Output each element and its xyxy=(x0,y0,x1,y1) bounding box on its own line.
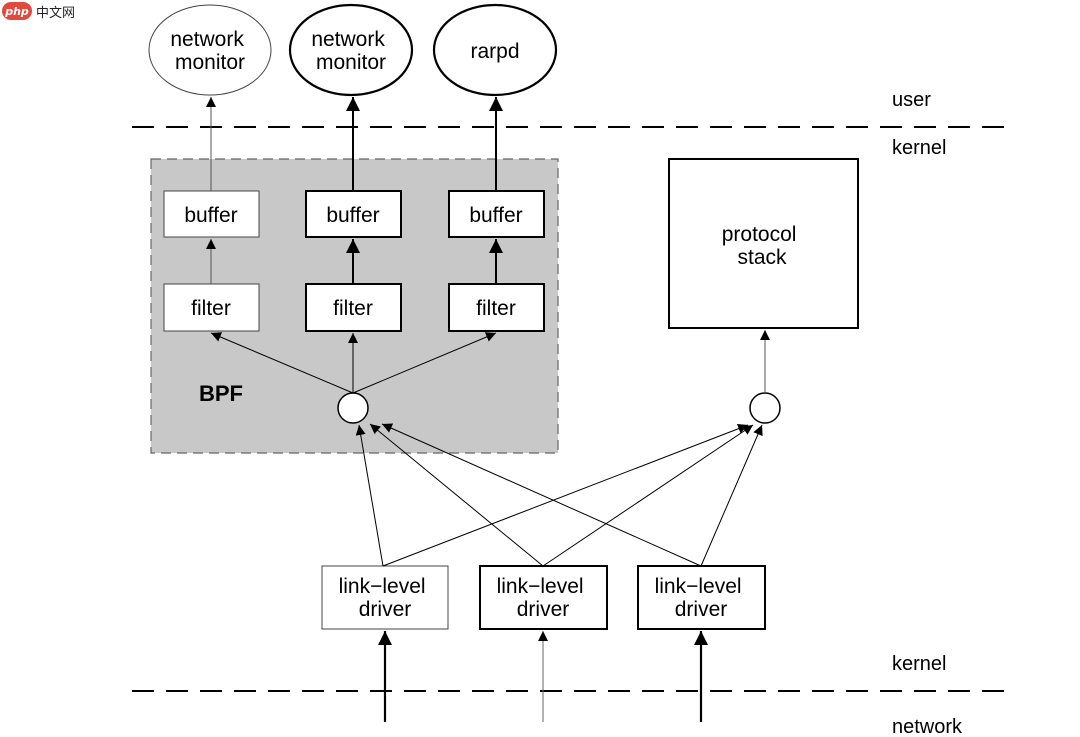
bpf-label: BPF xyxy=(199,381,243,406)
buffer-box-1: buffer xyxy=(163,190,260,238)
arrow-driver1-to-stack-tap xyxy=(382,423,749,567)
watermark-text: 中文网 xyxy=(36,5,76,21)
filter-box-2: filter xyxy=(305,283,402,332)
driver-label-line-2: driver xyxy=(675,598,728,621)
app-label: network monitor xyxy=(170,28,249,74)
buffer-label: buffer xyxy=(469,204,522,227)
driver-label: link−level driver xyxy=(655,575,748,621)
link-level-driver-1: link−level driver xyxy=(321,565,449,630)
driver-label-line-1: link−level xyxy=(655,575,742,598)
arrow-driver2-to-stack-tap xyxy=(542,424,754,567)
arrow-driver2-to-bpf-tap xyxy=(369,423,544,567)
driver-label-line-2: driver xyxy=(517,598,570,621)
protocol-stack-line-1: protocol xyxy=(722,223,797,246)
app-label-line-1: network xyxy=(311,28,385,51)
filter-box-1: filter xyxy=(163,283,260,332)
driver-label: link−level driver xyxy=(497,575,590,621)
arrow-tap-to-filter1 xyxy=(210,332,354,394)
stack-tap-circle xyxy=(749,392,781,424)
buffer-box-3: buffer xyxy=(448,190,545,238)
app-rarpd: rarpd xyxy=(432,3,558,97)
layer-label-network: network xyxy=(892,716,963,737)
app-label-line-2: monitor xyxy=(316,51,386,74)
driver-label-line-2: driver xyxy=(359,598,412,621)
protocol-stack-label: protocol stack xyxy=(722,223,803,269)
layer-label-kernel-bottom: kernel xyxy=(892,653,946,675)
buffer-label: buffer xyxy=(326,204,379,227)
php-logo: php xyxy=(2,2,32,20)
app-label-line-2: monitor xyxy=(175,51,245,74)
watermark-logo: php 中文网 xyxy=(2,0,75,22)
driver-label: link−level driver xyxy=(339,575,432,621)
filter-box-3: filter xyxy=(448,283,545,332)
driver-label-line-1: link−level xyxy=(497,575,584,598)
filter-label: filter xyxy=(476,297,516,320)
link-level-driver-3: link−level driver xyxy=(637,565,766,630)
layer-label-kernel-top: kernel xyxy=(892,137,946,159)
driver-label-line-1: link−level xyxy=(339,575,426,598)
arrow-driver3-to-stack-tap xyxy=(700,424,763,567)
buffer-box-2: buffer xyxy=(305,190,402,238)
arrow-tap-to-filter3 xyxy=(352,332,497,394)
arrow-driver1-to-bpf-tap xyxy=(355,424,384,567)
link-level-driver-2: link−level driver xyxy=(479,565,608,630)
filter-label: filter xyxy=(333,297,373,320)
app-network-monitor-2: network monitor xyxy=(288,3,414,97)
protocol-stack-line-2: stack xyxy=(737,246,787,269)
buffer-label: buffer xyxy=(184,204,237,227)
app-label: network monitor xyxy=(311,28,390,74)
app-label: rarpd xyxy=(470,40,519,63)
app-label-line-1: network xyxy=(170,28,244,51)
layer-label-user: user xyxy=(892,89,931,111)
bpf-tap-circle xyxy=(337,392,369,424)
protocol-stack-box: protocol stack xyxy=(668,158,859,329)
app-network-monitor-1: network monitor xyxy=(148,4,272,96)
filter-label: filter xyxy=(191,297,231,320)
arrow-driver3-to-bpf-tap xyxy=(381,423,702,567)
